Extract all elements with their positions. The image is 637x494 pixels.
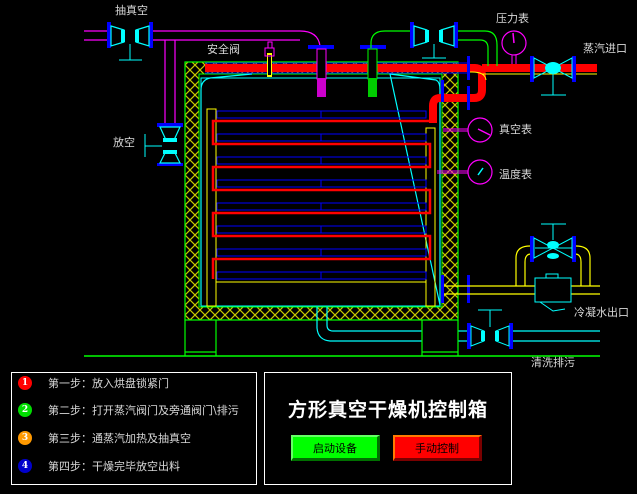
- vacuum-pipe: [84, 30, 321, 125]
- pressure-gauge: [501, 30, 527, 64]
- label-thermometer: 温度表: [499, 168, 532, 181]
- step-4: 4 第四步：干燥完毕放空出料: [18, 458, 180, 474]
- step-badge: 4: [18, 459, 32, 473]
- steam-trap: [534, 277, 572, 303]
- step-3: 3 第三步：通蒸汽加热及抽真空: [18, 430, 191, 446]
- drain-valve[interactable]: [467, 309, 513, 349]
- step-1: 1 第一步：放入烘盘锁紧门: [18, 375, 169, 391]
- control-panel: 方形真空干燥机控制箱 启动设备 手动控制: [264, 372, 512, 485]
- start-device-button[interactable]: 启动设备: [291, 435, 380, 461]
- vacuum-valve[interactable]: [107, 22, 153, 61]
- bypass-valve[interactable]: [410, 22, 458, 59]
- vacuum-gauge: [443, 117, 493, 143]
- safety-valve[interactable]: [264, 41, 275, 77]
- step-badge: 1: [18, 376, 32, 390]
- label-drain: 清洗排污: [531, 356, 575, 369]
- support-legs: [184, 320, 459, 356]
- step-2: 2 第二步：打开蒸汽阀门及旁通阀门\排污: [18, 402, 239, 418]
- shelves: [206, 108, 436, 307]
- heating-coil: [211, 119, 433, 279]
- vacuum-port: [308, 45, 334, 97]
- step-text: 第一步：放入烘盘锁紧门: [48, 377, 169, 390]
- step-text: 第二步：打开蒸汽阀门及旁通阀门\排污: [48, 404, 239, 417]
- steam-port: [360, 45, 386, 97]
- label-vacuum-gauge: 真空表: [499, 123, 532, 136]
- vent-valve[interactable]: [144, 123, 183, 166]
- label-pressure-gauge: 压力表: [496, 12, 529, 25]
- label-safety-valve: 安全阀: [207, 43, 240, 56]
- step-badge: 2: [18, 403, 32, 417]
- vacuum-dryer-diagram: [84, 22, 600, 357]
- steam-inlet-valve[interactable]: [530, 56, 576, 96]
- thermometer: [437, 159, 493, 185]
- shelf-rack-right: [425, 127, 436, 307]
- label-steam-inlet: 蒸汽进口: [583, 42, 627, 55]
- steam-header-pipe: [205, 62, 597, 123]
- label-vent: 放空: [113, 136, 135, 149]
- wall-flanges: [441, 56, 470, 303]
- condensate-valve[interactable]: [530, 223, 576, 262]
- bypass-pipe: [370, 30, 498, 66]
- step-text: 第四步：干燥完毕放空出料: [48, 460, 180, 473]
- label-condensate-outlet: 冷凝水出口: [574, 306, 629, 319]
- condensate-pipe: [444, 245, 600, 295]
- steps-panel: 1 第一步：放入烘盘锁紧门 2 第二步：打开蒸汽阀门及旁通阀门\排污 3 第三步…: [11, 372, 257, 485]
- shelf-rack-left: [206, 108, 217, 307]
- step-text: 第三步：通蒸汽加热及抽真空: [48, 432, 191, 445]
- label-vacuum-pump: 抽真空: [115, 4, 148, 17]
- step-badge: 3: [18, 431, 32, 445]
- manual-control-button[interactable]: 手动控制: [393, 435, 482, 461]
- control-panel-title: 方形真空干燥机控制箱: [287, 399, 488, 421]
